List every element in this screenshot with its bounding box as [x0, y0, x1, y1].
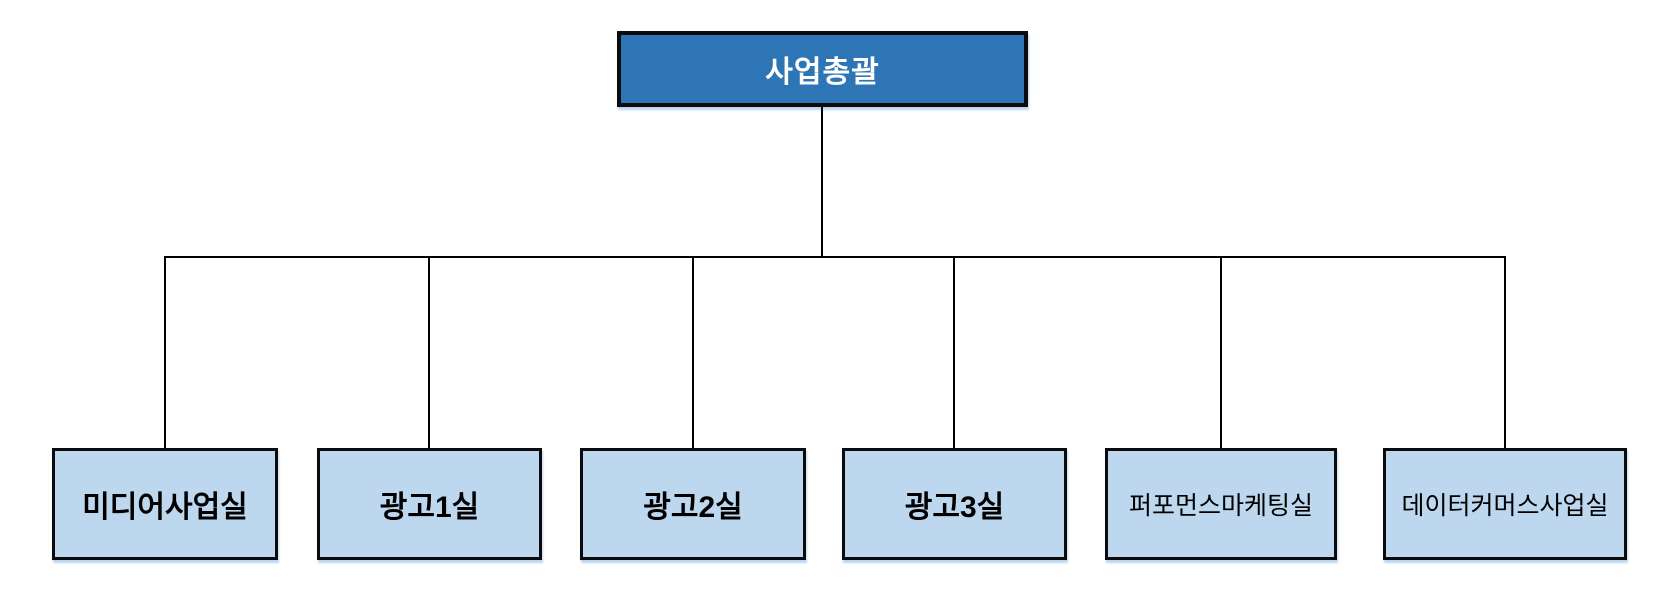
connector-drop-5: [1220, 256, 1222, 448]
org-node-root-label: 사업총괄: [765, 56, 880, 89]
connector-drop-3: [692, 256, 694, 448]
connector-drop-4: [953, 256, 955, 448]
connector-drop-1: [164, 256, 166, 448]
connector-drop-6: [1504, 256, 1506, 448]
org-node-label: 데이터커머스사업실: [1401, 492, 1609, 520]
org-node-label: 미디어사업실: [82, 491, 248, 524]
org-node-root: 사업총괄: [617, 31, 1028, 107]
org-node-ad3: 광고3실: [842, 448, 1067, 560]
org-node-media: 미디어사업실: [52, 448, 278, 560]
org-node-ad2: 광고2실: [580, 448, 806, 560]
org-node-label: 광고3실: [904, 491, 1005, 524]
org-node-data-commerce: 데이터커머스사업실: [1383, 448, 1627, 560]
connector-drop-2: [428, 256, 430, 448]
org-node-ad1: 광고1실: [317, 448, 542, 560]
connector-trunk: [821, 107, 823, 256]
org-node-label: 광고2실: [643, 491, 743, 524]
org-node-performance-marketing: 퍼포먼스마케팅실: [1105, 448, 1337, 560]
org-node-label: 퍼포먼스마케팅실: [1128, 492, 1313, 520]
org-node-label: 광고1실: [379, 491, 480, 524]
connector-rail: [164, 256, 1506, 258]
